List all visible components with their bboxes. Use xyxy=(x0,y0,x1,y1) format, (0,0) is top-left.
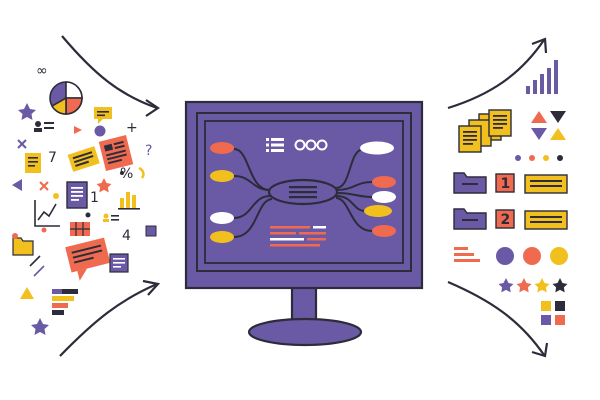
folder-icon xyxy=(453,208,487,230)
chat-bubble-icon xyxy=(94,107,112,124)
dots-row-icon xyxy=(515,155,563,161)
folder-1-number: 1 xyxy=(501,176,511,192)
star-icon xyxy=(18,103,36,120)
folder-icon xyxy=(453,172,487,194)
triangle-icon xyxy=(74,126,82,134)
plus-sign: + xyxy=(126,120,138,136)
grid-card-icon xyxy=(70,222,90,236)
user-icon xyxy=(103,213,119,222)
screen-menu-icon xyxy=(266,138,284,152)
pie-chart-icon xyxy=(49,81,83,115)
triangles-icon xyxy=(531,111,566,140)
folder-row-2: 2 xyxy=(453,208,568,230)
list-card-icon xyxy=(524,174,568,194)
arrow-in-bottom-icon xyxy=(59,279,161,357)
mind-map-icon xyxy=(210,141,396,247)
clutter-group: ∞ xyxy=(12,63,157,335)
circle-icon xyxy=(496,247,514,265)
text-lines-icon xyxy=(454,247,480,262)
organized-group: 1 2 xyxy=(453,60,568,325)
question-mark: ? xyxy=(145,143,152,159)
bar-chart-icon xyxy=(526,60,558,94)
chat-bubble-icon xyxy=(65,237,111,281)
screen-dots-icon xyxy=(294,139,328,151)
document-icon xyxy=(25,153,41,173)
digit-four: 4 xyxy=(122,228,131,244)
arrow-in-top-icon xyxy=(61,35,160,117)
circle-icon xyxy=(523,247,541,265)
document-stack-icon xyxy=(458,109,512,153)
folder-icon xyxy=(12,233,34,256)
digit-one: 1 xyxy=(90,190,99,206)
squares-grid-icon xyxy=(541,301,565,325)
digit-seven: 7 xyxy=(48,150,57,166)
document-icon xyxy=(66,181,88,209)
folder-row-1: 1 xyxy=(453,172,568,194)
arrow-out-top-icon xyxy=(447,37,548,110)
document-icon xyxy=(109,253,129,273)
id-card-icon xyxy=(34,121,54,132)
infinity-symbol: ∞ xyxy=(36,63,48,79)
percent-sign: % xyxy=(120,166,133,182)
list-card-icon xyxy=(524,210,568,230)
triangle-icon xyxy=(12,179,22,191)
star-icon xyxy=(96,178,112,193)
text-lines-icon xyxy=(270,226,326,247)
triangle-icon xyxy=(20,287,34,299)
stacked-bars-icon xyxy=(52,289,78,315)
line-chart-icon xyxy=(34,200,60,227)
arrow-out-bottom-icon xyxy=(447,280,549,358)
list-card-icon xyxy=(67,146,100,172)
stars-row-icon xyxy=(498,278,568,293)
star-icon xyxy=(31,318,49,335)
cross-icon xyxy=(17,139,27,149)
bar-chart-icon xyxy=(118,192,140,210)
square-icon xyxy=(145,225,157,237)
circle-icon xyxy=(550,247,568,265)
folder-2-number: 2 xyxy=(501,212,511,228)
circle-icon xyxy=(94,125,106,137)
cross-icon xyxy=(39,181,49,191)
document-icon xyxy=(98,135,134,171)
